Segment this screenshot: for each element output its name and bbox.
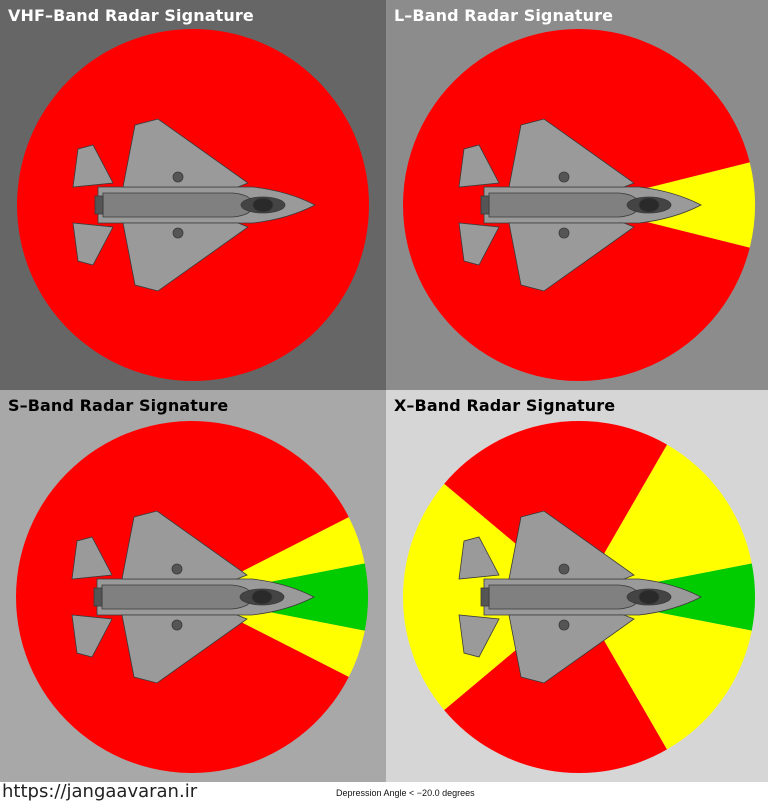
aircraft-part (121, 510, 248, 580)
aircraft-part (102, 192, 254, 218)
signature-plot-s (0, 390, 386, 782)
signature-sector-red (444, 597, 667, 773)
aircraft-part (171, 563, 183, 575)
aircraft-part (93, 587, 103, 607)
aircraft-part (72, 144, 114, 188)
aircraft-part (252, 197, 274, 213)
aircraft-part (488, 192, 640, 218)
panel-title: L–Band Radar Signature (394, 6, 614, 25)
aircraft-part (71, 614, 113, 658)
signature-plot-vhf (0, 0, 386, 390)
aircraft-part (122, 222, 249, 292)
aircraft-icon (71, 510, 315, 684)
signature-sector-red (444, 421, 667, 597)
panel-vhf-band: VHF–Band Radar Signature (0, 0, 386, 390)
aircraft-part (638, 589, 660, 605)
aircraft-part (458, 144, 500, 188)
aircraft-part (508, 118, 635, 188)
signature-sector-yellow (579, 444, 752, 597)
aircraft-part (558, 227, 570, 239)
signature-sector-yellow (579, 597, 752, 750)
aircraft-part (458, 614, 500, 658)
aircraft-part (458, 536, 500, 580)
aircraft-part (480, 587, 490, 607)
aircraft-part (172, 227, 184, 239)
aircraft-part (122, 118, 249, 188)
signature-plot-l (386, 0, 768, 390)
aircraft-part (638, 197, 660, 213)
aircraft-icon (458, 118, 702, 292)
panel-title: S–Band Radar Signature (8, 396, 229, 415)
aircraft-part (94, 195, 104, 215)
aircraft-icon (458, 510, 702, 684)
aircraft-part (508, 614, 635, 684)
aircraft-part (508, 510, 635, 580)
aircraft-part (171, 619, 183, 631)
aircraft-part (71, 536, 113, 580)
aircraft-part (480, 195, 490, 215)
aircraft-part (251, 589, 273, 605)
panel-title: VHF–Band Radar Signature (8, 6, 254, 25)
depression-angle-caption: Depression Angle < −20.0 degrees (336, 788, 475, 798)
aircraft-part (558, 563, 570, 575)
aircraft-icon (72, 118, 316, 292)
panel-l-band: L–Band Radar Signature (386, 0, 768, 390)
panel-x-band: X–Band Radar Signature (386, 390, 768, 782)
aircraft-part (488, 584, 640, 610)
watermark-url: https://jangaavaran.ir (2, 781, 198, 802)
aircraft-part (172, 171, 184, 183)
signature-plot-x (386, 390, 768, 782)
aircraft-part (121, 614, 248, 684)
aircraft-part (458, 222, 500, 266)
panel-title: X–Band Radar Signature (394, 396, 616, 415)
aircraft-part (558, 171, 570, 183)
aircraft-part (558, 619, 570, 631)
aircraft-part (72, 222, 114, 266)
footer: https://jangaavaran.ir Depression Angle … (0, 782, 768, 801)
aircraft-part (508, 222, 635, 292)
aircraft-part (101, 584, 253, 610)
panel-s-band: S–Band Radar Signature (0, 390, 386, 782)
